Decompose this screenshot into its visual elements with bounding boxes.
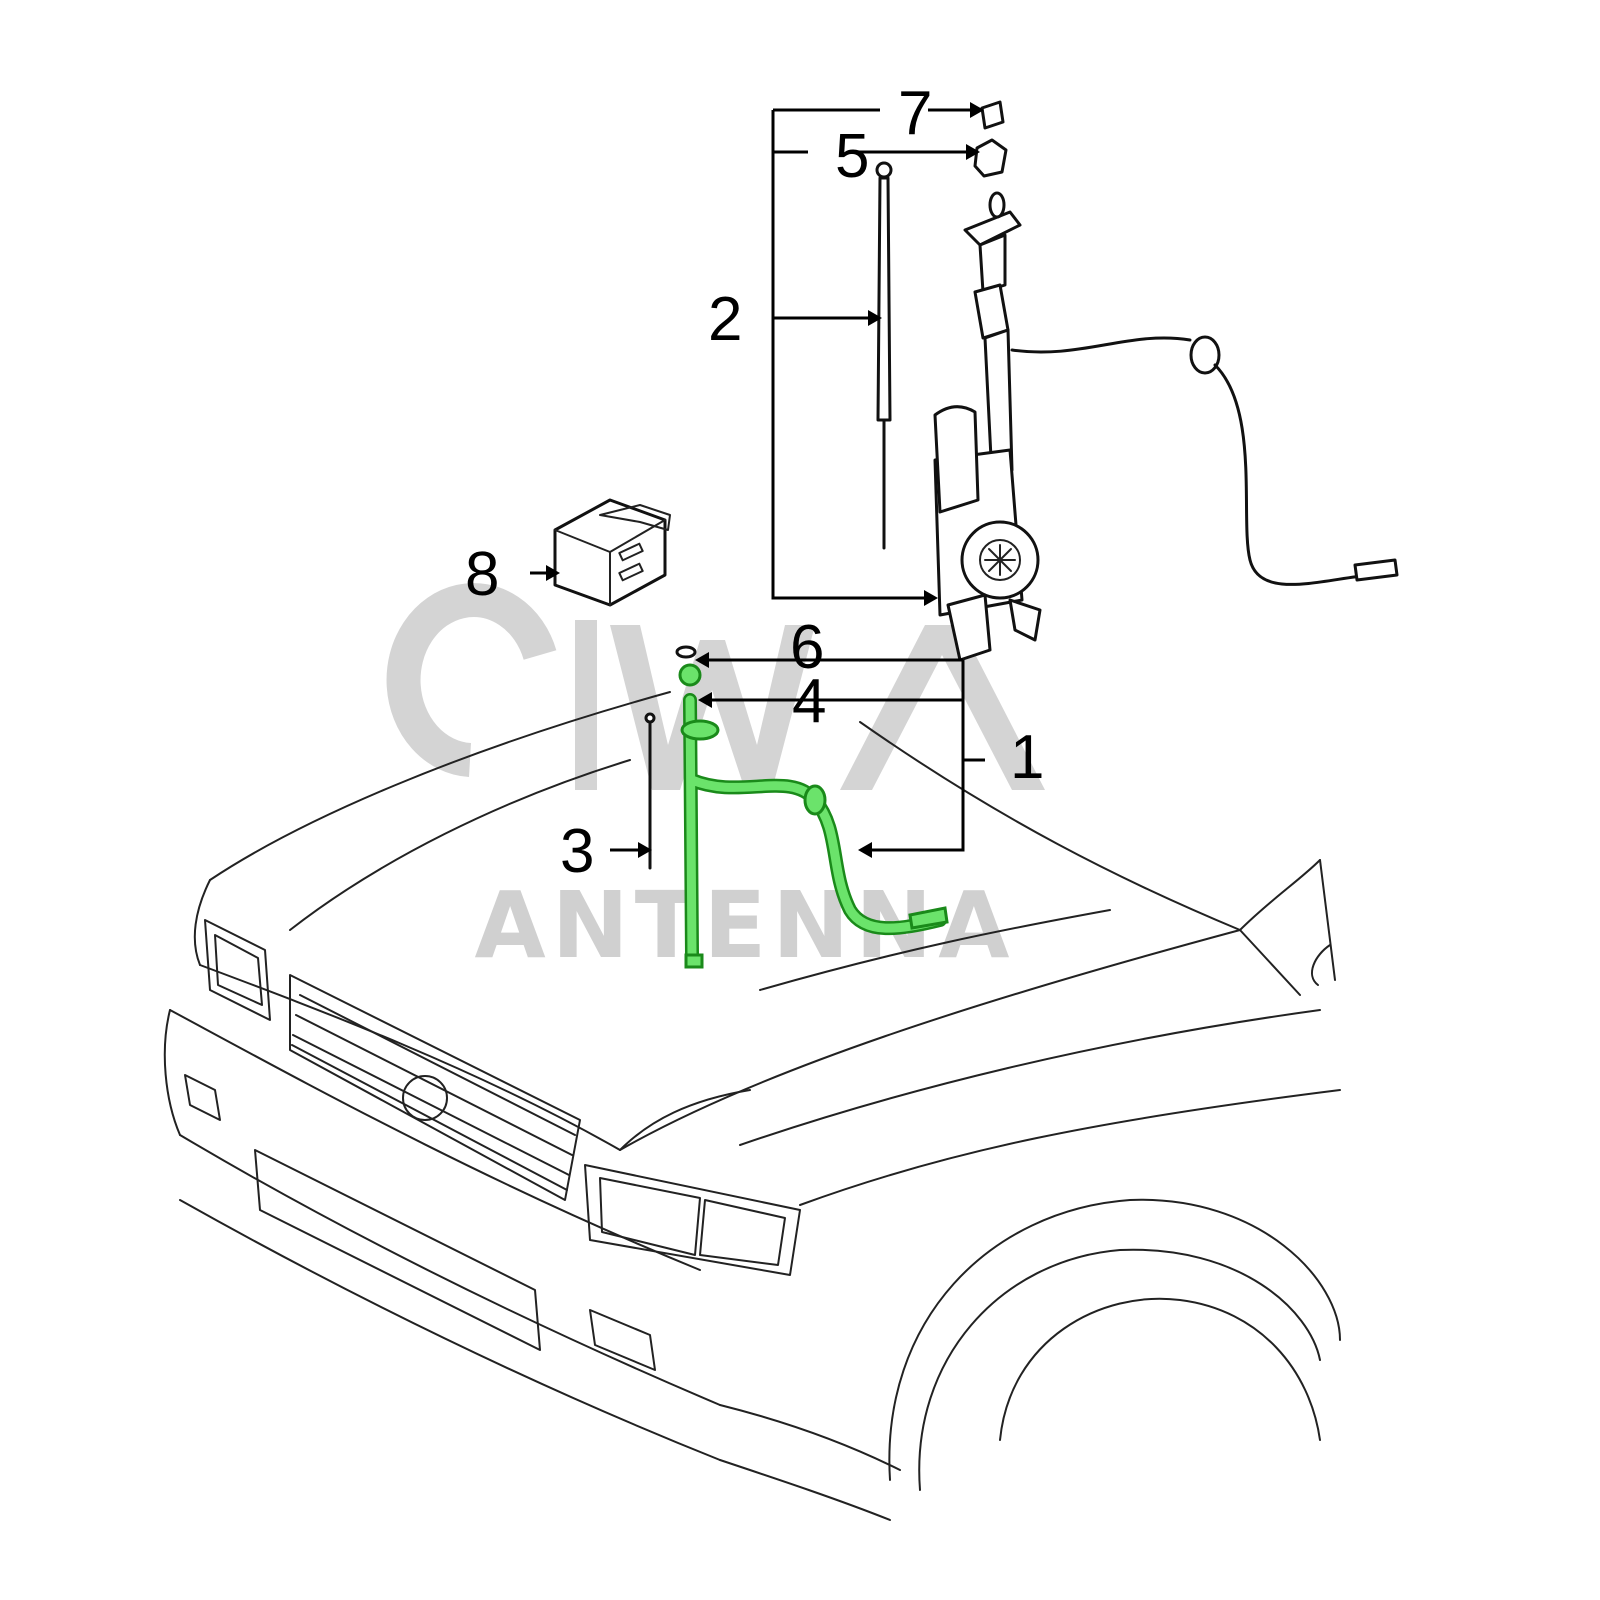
grille [289, 974, 581, 1201]
callout-3: 3 [560, 817, 594, 886]
callout-2: 2 [708, 285, 742, 354]
part-7-nut [980, 100, 1005, 130]
callout-5: 5 [835, 122, 869, 191]
callout-1: 1 [1010, 723, 1044, 792]
part-2-antenna-mast [875, 161, 893, 550]
part-6-washer [675, 645, 697, 659]
callout-6: 6 [790, 613, 824, 682]
part-3-rod [644, 712, 656, 870]
callout-7: 7 [898, 79, 932, 148]
watermark-logo [386, 583, 1045, 790]
vehicle-outline [163, 691, 1341, 1521]
callout-8: 8 [465, 540, 499, 609]
part-8-control-module [553, 498, 671, 607]
part-1-motor-antenna-assembly [933, 191, 1399, 662]
headlights [204, 919, 801, 1276]
part-5-cap [973, 138, 1008, 178]
arrowheads [546, 102, 984, 858]
leader-lines [530, 108, 985, 852]
callout-4: 4 [792, 667, 826, 736]
part-1-highlighted-antenna-cable [678, 663, 949, 969]
